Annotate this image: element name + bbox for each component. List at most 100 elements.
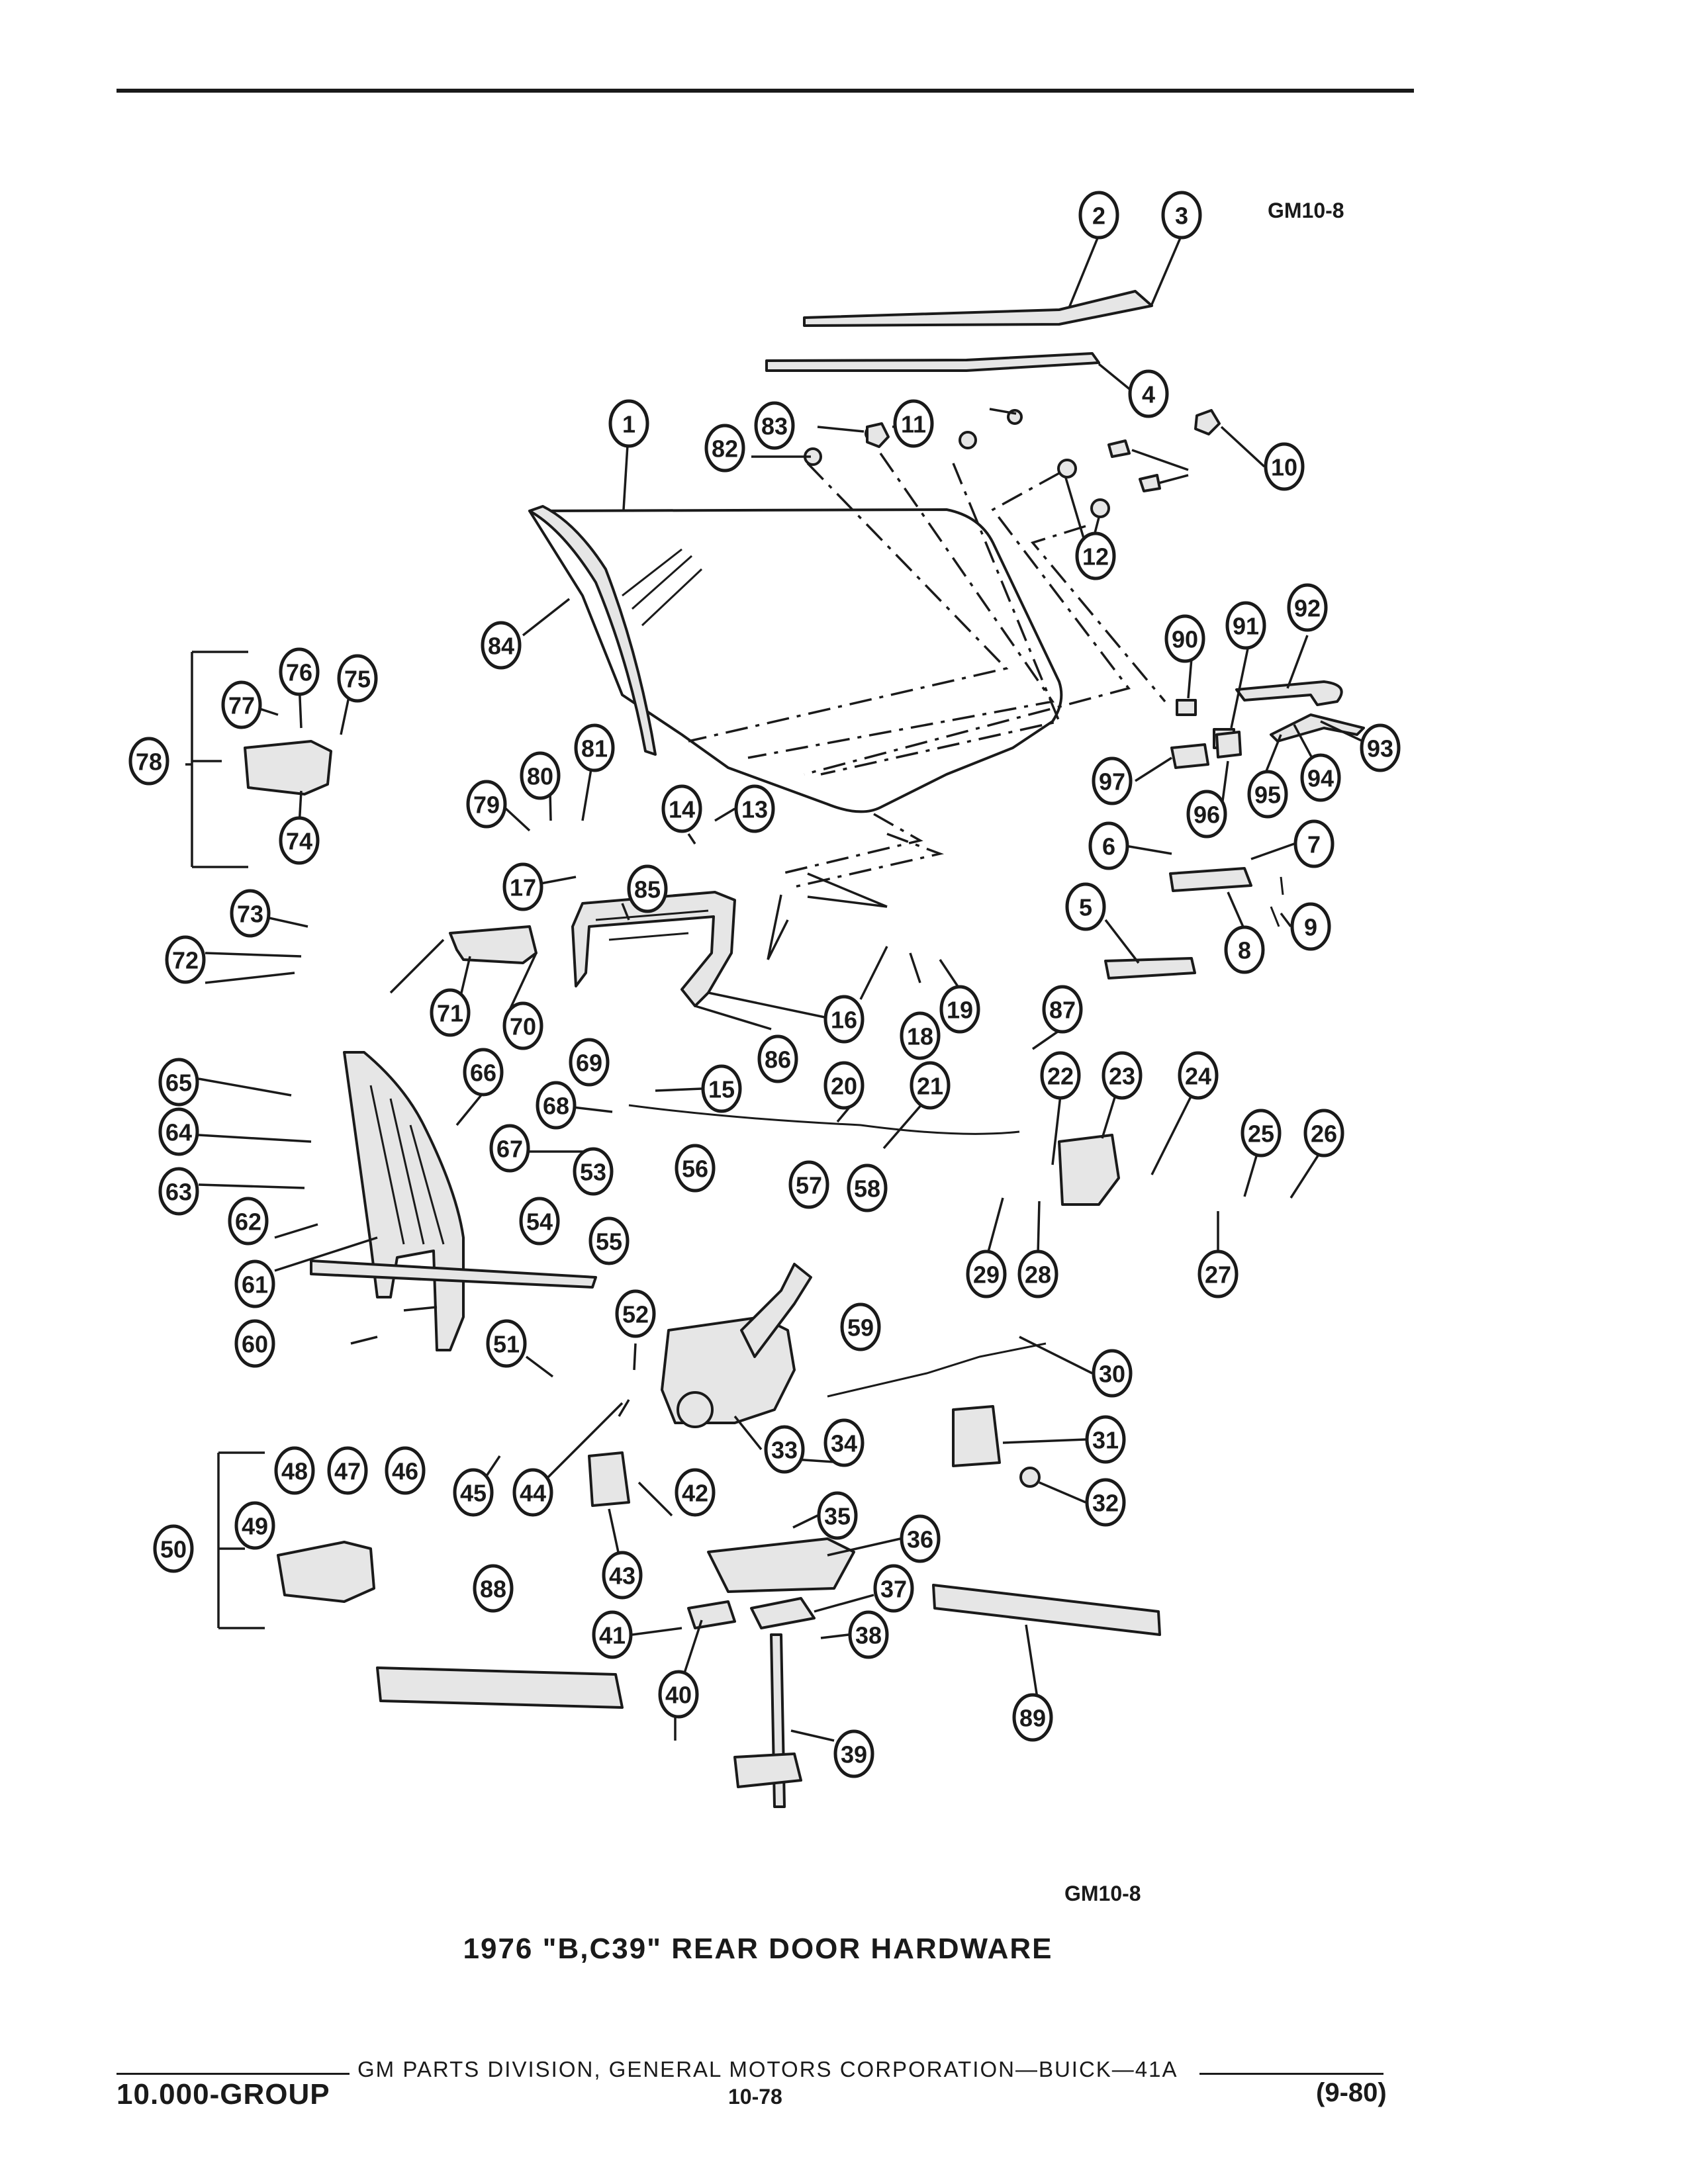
- callout-38: 38: [848, 1610, 889, 1659]
- callout-label: 34: [831, 1430, 857, 1457]
- callout-label: 72: [172, 947, 199, 974]
- callout-9: 9: [1290, 902, 1331, 951]
- reinforcement-88: [376, 1666, 624, 1709]
- callout-label: 75: [344, 666, 371, 693]
- striker-43: [588, 1451, 630, 1507]
- callout-27: 27: [1197, 1250, 1239, 1298]
- callout-label: 82: [712, 435, 738, 463]
- callout-18: 18: [900, 1011, 941, 1060]
- callout-label: 77: [228, 692, 255, 719]
- callout-50: 50: [153, 1524, 194, 1573]
- regulator-gear: [677, 1391, 714, 1428]
- callout-label: 23: [1109, 1063, 1135, 1090]
- callout-71: 71: [430, 988, 471, 1037]
- callout-label: 91: [1233, 613, 1259, 640]
- callout-label: 28: [1025, 1261, 1051, 1289]
- callout-label: 6: [1102, 833, 1115, 860]
- callout-label: 31: [1092, 1427, 1119, 1454]
- callout-15: 15: [701, 1064, 742, 1113]
- callout-label: 68: [543, 1093, 569, 1120]
- callout-83: 83: [754, 401, 795, 450]
- callout-25: 25: [1241, 1109, 1282, 1158]
- footer-credit: GM PARTS DIVISION, GENERAL MOTORS CORPOR…: [357, 2057, 1178, 2081]
- callout-label: 78: [136, 749, 162, 776]
- callout-label: 7: [1307, 831, 1321, 858]
- callout-label: 58: [854, 1175, 880, 1203]
- callout-93: 93: [1360, 723, 1401, 772]
- callout-label: 29: [973, 1261, 1000, 1289]
- figure-code-top: GM10-8: [1268, 199, 1344, 222]
- lock-rod-21: [628, 1104, 1020, 1135]
- callout-31: 31: [1085, 1415, 1126, 1464]
- guide-40: [687, 1600, 736, 1629]
- inside-handle-5: [1104, 957, 1196, 979]
- callout-33: 33: [764, 1425, 805, 1474]
- callout-97: 97: [1092, 756, 1133, 805]
- hinge-strap-71: [449, 925, 538, 964]
- callout-96: 96: [1186, 790, 1227, 839]
- callout-label: 88: [480, 1576, 506, 1603]
- callout-label: 74: [286, 828, 312, 855]
- callout-46: 46: [385, 1446, 426, 1495]
- window-guide-16: [571, 891, 736, 1007]
- callout-label: 15: [708, 1076, 735, 1103]
- belt-weatherstrip-inner: [765, 352, 1100, 372]
- callout-4: 4: [1128, 369, 1169, 418]
- callout-78: 78: [128, 737, 169, 786]
- callout-label: 42: [682, 1480, 708, 1507]
- grommet-11: [959, 431, 977, 449]
- guide-slot: [595, 909, 709, 941]
- bolt-11b: [1139, 474, 1161, 492]
- callout-label: 59: [847, 1314, 874, 1342]
- callout-label: 37: [880, 1576, 907, 1603]
- callout-77: 77: [221, 680, 262, 729]
- callout-label: 14: [669, 796, 695, 823]
- callout-label: 43: [609, 1563, 635, 1590]
- callout-label: 46: [392, 1458, 418, 1485]
- callout-26: 26: [1303, 1109, 1344, 1158]
- callout-44: 44: [512, 1468, 553, 1517]
- callout-label: 38: [855, 1622, 882, 1649]
- callout-label: 80: [527, 763, 553, 790]
- callout-label: 17: [510, 874, 536, 901]
- cam-36: [707, 1537, 855, 1593]
- lower-hinge: [277, 1541, 375, 1603]
- actuator-rod-30: [827, 1342, 1047, 1398]
- callout-label: 5: [1079, 894, 1092, 921]
- callout-label: 16: [831, 1007, 857, 1034]
- callout-20: 20: [823, 1061, 865, 1110]
- callout-label: 41: [599, 1622, 626, 1649]
- page-title: 1976 "B,C39" REAR DOOR HARDWARE: [463, 1933, 1053, 1965]
- callout-6: 6: [1088, 821, 1129, 870]
- callout-label: 40: [665, 1682, 692, 1709]
- callout-51: 51: [486, 1319, 527, 1368]
- callout-74: 74: [279, 816, 320, 865]
- callout-88: 88: [473, 1564, 514, 1613]
- callout-57: 57: [788, 1160, 829, 1209]
- callout-label: 22: [1047, 1063, 1074, 1090]
- callout-21: 21: [910, 1061, 951, 1110]
- callout-3: 3: [1161, 191, 1202, 240]
- callout-94: 94: [1300, 753, 1341, 802]
- callout-label: 81: [581, 735, 608, 762]
- callout-70: 70: [502, 1001, 543, 1050]
- callout-label: 52: [622, 1301, 649, 1328]
- upper-hinge: [244, 740, 332, 796]
- callout-label: 95: [1254, 782, 1281, 809]
- slide-37: [750, 1597, 816, 1629]
- callout-label: 83: [761, 413, 788, 440]
- callout-61: 61: [234, 1259, 275, 1308]
- callout-17: 17: [502, 862, 543, 911]
- callout-label: 71: [437, 1000, 463, 1027]
- callout-56: 56: [675, 1144, 716, 1193]
- callout-label: 12: [1082, 543, 1109, 570]
- mounting-guide-lines: [688, 453, 1166, 888]
- callout-label: 4: [1142, 381, 1155, 408]
- callout-label: 54: [526, 1208, 553, 1236]
- callout-label: 55: [596, 1228, 622, 1255]
- callout-8: 8: [1224, 925, 1265, 974]
- callout-label: 90: [1172, 626, 1198, 653]
- door-latch-23: [1058, 1134, 1120, 1206]
- reinforcement-89: [932, 1584, 1161, 1636]
